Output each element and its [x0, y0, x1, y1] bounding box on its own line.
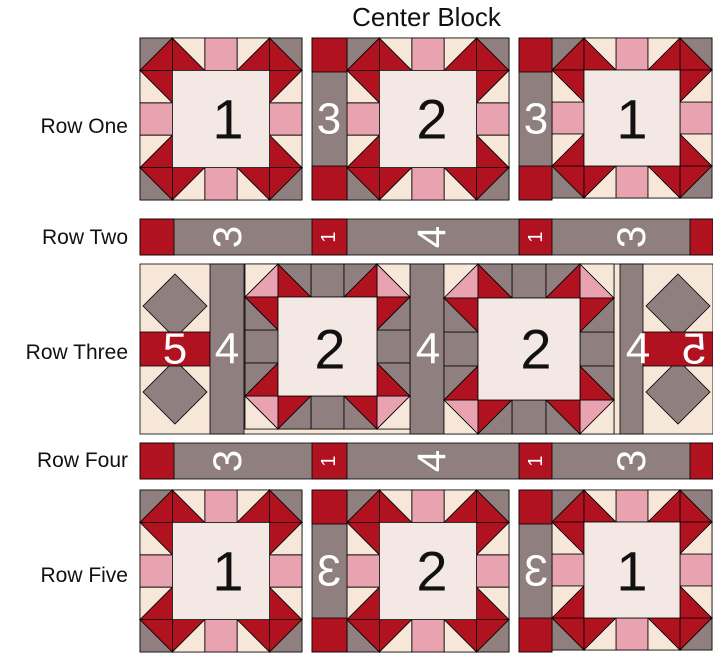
edge-square — [412, 38, 444, 70]
edge-square — [311, 396, 344, 429]
block-number-1: 1 — [212, 540, 243, 603]
edge-square — [680, 102, 712, 134]
edge-square — [444, 332, 478, 366]
block-number-1: 1 — [616, 88, 647, 151]
edge-square — [205, 490, 237, 522]
block-number-2: 2 — [314, 318, 345, 381]
edge-square — [552, 554, 584, 586]
sashing-cornerstone — [519, 618, 552, 652]
sashing-cornerstone — [312, 166, 347, 200]
edge-square — [205, 620, 237, 652]
sashing-cornerstone — [312, 38, 347, 72]
edge-square — [377, 330, 410, 363]
block-number-1: 1 — [616, 540, 647, 603]
edge-square — [140, 103, 172, 135]
edge-square — [205, 38, 237, 70]
block-number-3: 3 — [317, 547, 341, 596]
sashing-cornerstone — [519, 490, 552, 524]
sashing-cornerstone — [140, 219, 174, 255]
block-number-3: 3 — [524, 547, 548, 596]
edge-square — [270, 555, 302, 587]
edge-square — [512, 264, 546, 298]
sashing-cornerstone — [519, 166, 552, 200]
edge-square — [680, 554, 712, 586]
block-number-1: 1 — [318, 231, 340, 242]
block-number-3: 3 — [610, 226, 654, 248]
edge-square — [205, 168, 237, 200]
block-number-4: 4 — [215, 325, 239, 374]
edge-square — [412, 620, 444, 652]
edge-square — [552, 102, 584, 134]
block-number-1: 1 — [525, 231, 547, 242]
block-number-3: 3 — [610, 450, 654, 472]
edge-square — [347, 555, 379, 587]
edge-square — [616, 166, 648, 198]
edge-square — [512, 400, 546, 434]
block-number-4: 4 — [410, 226, 454, 248]
edge-square — [477, 555, 509, 587]
sashing-cornerstone — [312, 618, 347, 652]
block-number-1: 1 — [212, 88, 243, 151]
block-number-3: 3 — [206, 226, 250, 248]
sashing-cornerstone — [690, 443, 713, 479]
edge-square — [270, 103, 302, 135]
edge-square — [311, 264, 344, 297]
edge-square — [616, 618, 648, 650]
block-number-4: 4 — [410, 450, 454, 472]
block-number-2: 2 — [416, 88, 447, 151]
edge-square — [140, 555, 172, 587]
block-number-5: 5 — [682, 325, 706, 374]
block-number-1: 1 — [525, 455, 547, 466]
edge-square — [347, 103, 379, 135]
edge-square — [616, 490, 648, 522]
sashing-cornerstone — [690, 219, 713, 255]
edge-square — [477, 103, 509, 135]
edge-square — [412, 168, 444, 200]
edge-square — [580, 332, 614, 366]
block-number-3: 3 — [317, 95, 341, 144]
block-number-2: 2 — [520, 318, 551, 381]
sashing-cornerstone — [312, 490, 347, 524]
block-number-1: 1 — [318, 455, 340, 466]
sashing-cornerstone — [140, 443, 174, 479]
block-number-4: 4 — [416, 325, 440, 374]
block-number-3: 3 — [206, 450, 250, 472]
block-number-2: 2 — [416, 540, 447, 603]
edge-square — [616, 38, 648, 70]
block-number-5: 5 — [163, 325, 187, 374]
edge-square — [412, 490, 444, 522]
sashing-cornerstone — [519, 38, 552, 72]
block-number-3: 3 — [524, 95, 548, 144]
block-number-4: 4 — [626, 325, 650, 374]
edge-square — [245, 330, 278, 363]
